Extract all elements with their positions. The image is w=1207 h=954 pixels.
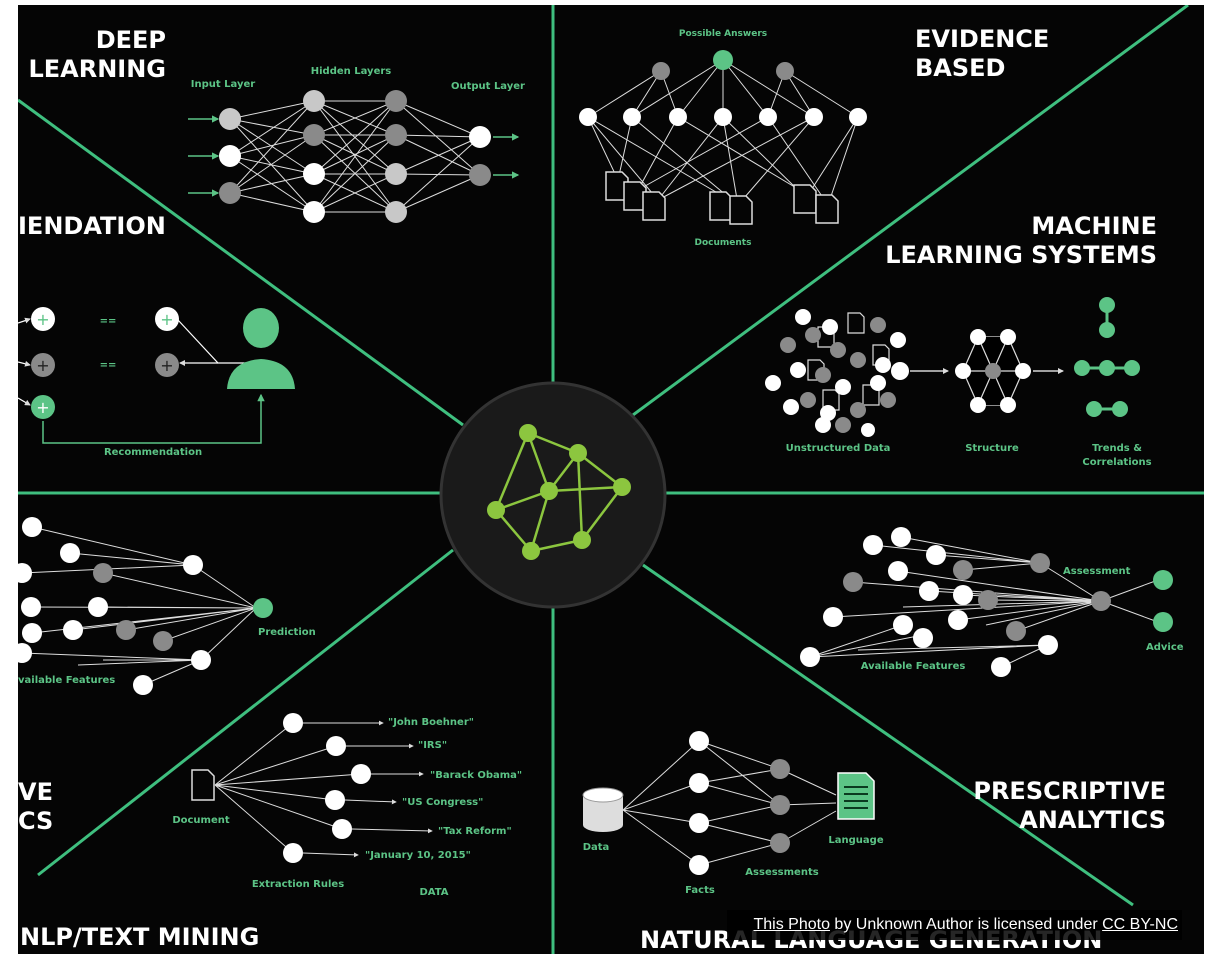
predictive-features-label: vailable Features <box>18 675 115 686</box>
section-prescriptive: PRESCRIPTIVE ANALYTICS Assessment Advice… <box>800 527 1184 834</box>
entity-3: "Barack Obama" <box>430 770 522 781</box>
ml-title-1: MACHINE <box>1031 212 1157 240</box>
possible-answers-label: Possible Answers <box>679 29 767 39</box>
entity-6: "January 10, 2015" <box>365 850 471 861</box>
equals-2: == <box>100 360 117 371</box>
section-machine-learning: MACHINE LEARNING SYSTEMS Unstructured Da… <box>765 212 1157 468</box>
ml-title-2: LEARNING SYSTEMS <box>885 241 1157 269</box>
svg-text:+: + <box>36 310 49 329</box>
recommendation-title: IENDATION <box>18 212 166 240</box>
trends-label-1: Trends & <box>1092 443 1142 454</box>
svg-text:+: + <box>36 356 49 375</box>
photo-link[interactable]: This Photo <box>753 916 830 933</box>
documents-label: Documents <box>695 238 752 248</box>
evidence-title-1: EVIDENCE <box>915 25 1049 53</box>
photo-credit: This Photo by Unknown Author is licensed… <box>727 910 1182 940</box>
language-label: Language <box>828 835 883 846</box>
advice-label: Advice <box>1146 642 1184 653</box>
assessments-label: Assessments <box>745 867 818 878</box>
extraction-rules-label: Extraction Rules <box>252 879 344 890</box>
infographic: DEEP LEARNING Input Layer Hidden Layers … <box>18 5 1204 954</box>
recommendation-label: Recommendation <box>104 447 202 458</box>
prescriptive-features-label: Available Features <box>861 661 966 672</box>
ai-techniques-diagram: DEEP LEARNING Input Layer Hidden Layers … <box>18 5 1204 954</box>
section-evidence-based: EVIDENCE BASED Possible Answers Document… <box>579 25 1049 248</box>
license-link[interactable]: CC BY-NC <box>1102 916 1178 933</box>
prescriptive-title-1: PRESCRIPTIVE <box>973 777 1166 805</box>
prediction-label: Prediction <box>258 627 316 638</box>
evidence-title-2: BASED <box>915 54 1005 82</box>
facts-label: Facts <box>685 885 715 896</box>
section-deep-learning: DEEP LEARNING Input Layer Hidden Layers … <box>28 26 525 223</box>
section-nlg: NATURAL LANGUAGE GENERATION Data Facts A… <box>582 731 1102 954</box>
input-layer-label: Input Layer <box>191 79 255 90</box>
prescriptive-title-2: ANALYTICS <box>1019 806 1166 834</box>
svg-text:+: + <box>160 310 173 329</box>
section-nlp: NLP/TEXT MINING Document Extraction Rule… <box>20 713 522 951</box>
predictive-title-1: VE <box>18 778 53 806</box>
document-label: Document <box>172 815 230 826</box>
entity-1: "John Boehner" <box>388 717 474 728</box>
entity-2: "IRS" <box>418 740 447 751</box>
document-icon <box>191 769 215 801</box>
section-recommendation: IENDATION Recommendation == == + + + + + <box>18 212 295 458</box>
central-hub <box>439 381 667 609</box>
user-icon <box>227 308 295 389</box>
svg-text:+: + <box>36 398 49 417</box>
svg-text:+: + <box>160 356 173 375</box>
nlp-title: NLP/TEXT MINING <box>20 923 259 951</box>
entity-5: "Tax Reform" <box>438 826 512 837</box>
output-layer-label: Output Layer <box>451 81 525 92</box>
section-dividers <box>18 5 1204 954</box>
deep-learning-title-2: LEARNING <box>28 55 166 83</box>
hidden-layers-label: Hidden Layers <box>311 66 392 77</box>
language-document-icon <box>837 772 875 820</box>
predictive-title-2: CS <box>18 807 53 835</box>
entity-4: "US Congress" <box>402 797 483 808</box>
deep-learning-title-1: DEEP <box>96 26 166 54</box>
credit-text: by Unknown Author is licensed under <box>829 916 1103 933</box>
database-icon <box>582 787 624 832</box>
data-label: DATA <box>419 887 448 898</box>
structure-label: Structure <box>965 443 1019 454</box>
unstructured-data-label: Unstructured Data <box>786 443 891 454</box>
trends-label-2: Correlations <box>1082 457 1151 468</box>
section-predictive: VE CS Prediction vailable Features <box>18 517 316 835</box>
equals-1: == <box>100 316 117 327</box>
assessment-label: Assessment <box>1063 566 1131 577</box>
nlg-data-label: Data <box>583 842 610 853</box>
